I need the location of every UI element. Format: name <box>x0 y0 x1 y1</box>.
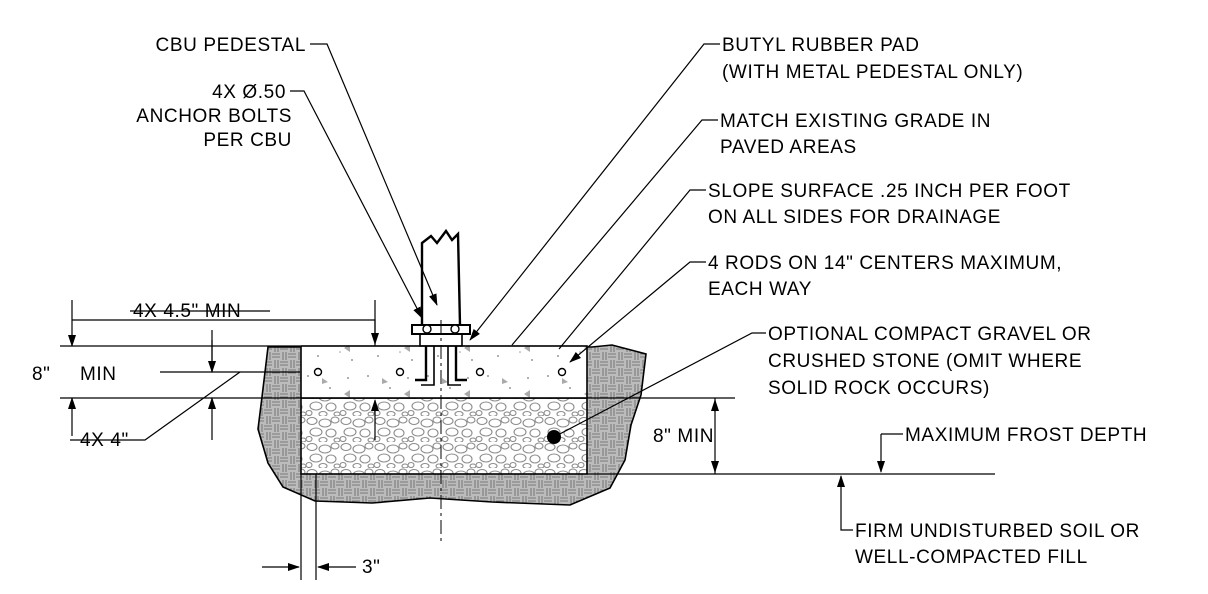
label-soil-2: WELL-COMPACTED FILL <box>855 547 1088 568</box>
label-gravel-1: OPTIONAL COMPACT GRAVEL OR <box>768 324 1092 345</box>
cbu-pedestal-post <box>411 228 471 545</box>
label-rods-1: 4 RODS ON 14" CENTERS MAXIMUM, <box>708 253 1062 274</box>
label-cbu-pedestal: CBU PEDESTAL <box>156 35 306 56</box>
label-butyl-pad-1: BUTYL RUBBER PAD <box>722 35 920 56</box>
label-rods-2: EACH WAY <box>708 279 812 300</box>
label-butyl-pad-2: (WITH METAL PEDESTAL ONLY) <box>722 62 1023 83</box>
label-anchor-bolts-3: PER CBU <box>203 130 292 151</box>
label-anchor-bolts-2: ANCHOR BOLTS <box>136 106 292 127</box>
label-frost-depth: MAXIMUM FROST DEPTH <box>905 425 1147 446</box>
callout-labels: CBU PEDESTAL 4X Ø.50 ANCHOR BOLTS PER CB… <box>136 35 1147 568</box>
dimension-lines <box>60 300 995 580</box>
label-slope-2: ON ALL SIDES FOR DRAINAGE <box>708 207 1001 228</box>
dim-slab-8: 8" <box>32 364 51 385</box>
label-match-grade-1: MATCH EXISTING GRADE IN <box>720 111 991 132</box>
dim-gravel-8-min: 8" MIN <box>653 426 714 447</box>
label-match-grade-2: PAVED AREAS <box>720 137 857 158</box>
gravel-layer <box>300 397 588 475</box>
dim-4x-4: 4X 4" <box>80 430 129 451</box>
dim-edge-3: 3" <box>362 557 381 578</box>
label-gravel-3: SOLID ROCK OCCURS) <box>768 378 990 399</box>
dim-slab-min: MIN <box>80 364 117 385</box>
leader-lines <box>70 43 903 531</box>
label-soil-1: FIRM UNDISTURBED SOIL OR <box>855 521 1140 542</box>
concrete-slab <box>300 345 588 399</box>
label-anchor-bolts-1: 4X Ø.50 <box>212 82 286 103</box>
label-gravel-2: CRUSHED STONE (OMIT WHERE <box>768 351 1082 372</box>
dimension-labels: 4X 4.5" MIN 8" MIN 4X 4" 8" MIN 3" <box>32 301 714 578</box>
rebar-rods <box>313 367 567 377</box>
label-slope-1: SLOPE SURFACE .25 INCH PER FOOT <box>708 181 1071 202</box>
